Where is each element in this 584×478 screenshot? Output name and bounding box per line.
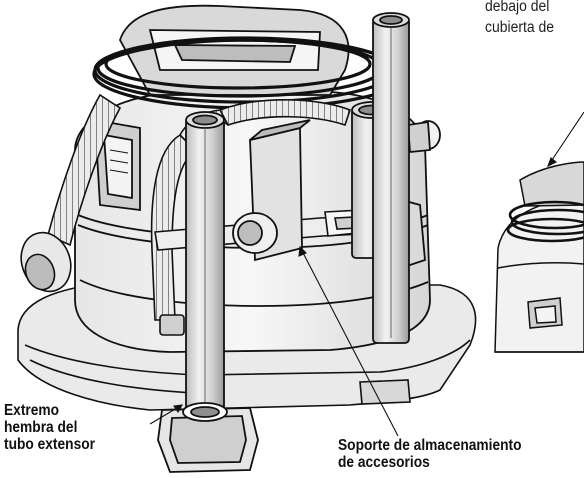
- label-soporte-line-1: Soporte de almacenamiento: [338, 437, 522, 454]
- label-extremo-line-3: tubo extensor: [4, 436, 95, 453]
- gulper-nozzle: [232, 119, 311, 262]
- extension-wand-left: [185, 111, 225, 424]
- label-note-line-1: debajo del: [485, 0, 550, 15]
- wand-base-foot: [157, 402, 259, 473]
- label-extremo-line-2: hembra del: [4, 419, 78, 436]
- label-accessory-storage-rack: Soporte de almacenamiento de accesorios: [338, 437, 570, 471]
- arrow-soporte: [298, 245, 307, 257]
- label-soporte-line-2: de accesorios: [338, 454, 430, 471]
- arrow-note: [546, 157, 558, 168]
- caster-wheel: [359, 379, 411, 405]
- leader-note: [547, 111, 584, 167]
- left-hose: [20, 93, 122, 293]
- inset-detail: [494, 161, 584, 353]
- extension-wand-right: [372, 12, 410, 344]
- leader-lines: [149, 111, 584, 437]
- label-female-end-extension-wand: Extremo hembra del tubo extensor: [4, 402, 124, 453]
- label-inset-note: debajo del cubierta de: [485, 0, 554, 38]
- arrow-extremo: [173, 404, 184, 414]
- label-extremo-line-1: Extremo: [4, 402, 60, 419]
- label-note-line-2: cubierta de: [485, 19, 555, 36]
- leader-soporte: [299, 246, 399, 437]
